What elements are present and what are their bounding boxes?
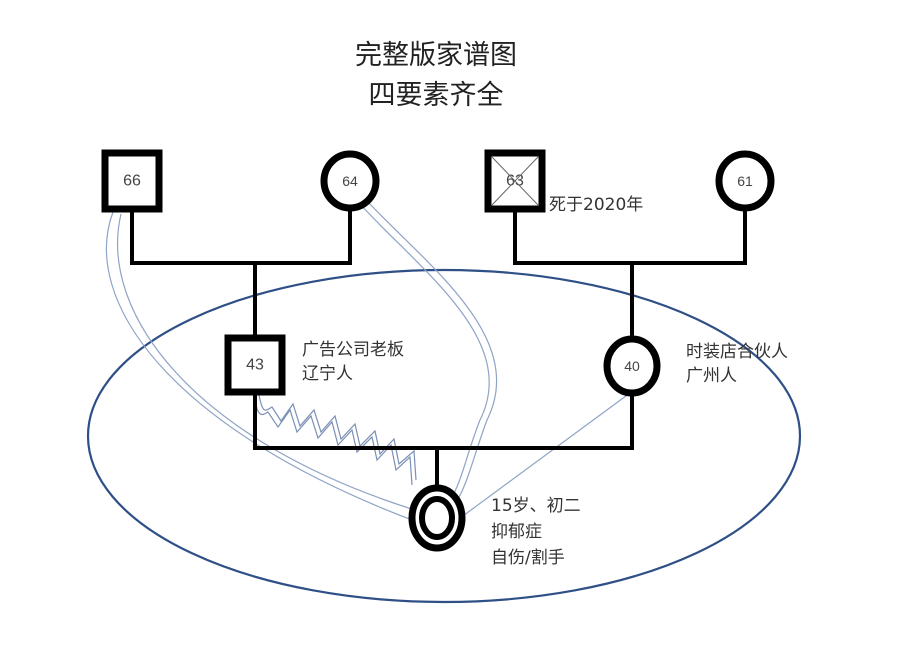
person-maternal-grandfather[interactable]: 63	[484, 149, 546, 213]
mother-occupation-note: 时装店合伙人	[686, 342, 788, 362]
patient-diagnosis-note: 抑郁症	[491, 522, 542, 542]
female-circle-symbol	[715, 150, 775, 212]
father-origin-note: 辽宁人	[302, 364, 353, 384]
relationship-close-grandmother-child	[359, 199, 498, 500]
title-line-1: 完整版家谱图	[355, 40, 517, 71]
person-maternal-grandmother[interactable]: 61	[715, 150, 775, 212]
relationship-distant-mother-child	[451, 392, 631, 525]
household-boundary-ellipse	[86, 268, 802, 604]
death-note: 死于2020年	[549, 195, 643, 215]
family-lines	[130, 206, 747, 486]
patient-self-harm-note: 自伤/割手	[491, 548, 565, 568]
person-identified-patient[interactable]	[408, 484, 466, 552]
marriage-line-paternal	[130, 206, 352, 265]
mother-origin-note: 广州人	[686, 366, 737, 386]
person-paternal-grandmother[interactable]: 64	[320, 150, 380, 212]
age-label: 40	[624, 358, 640, 374]
person-father[interactable]: 43	[224, 334, 286, 396]
relationship-close-grandfather-child	[105, 211, 421, 524]
deceased-cross-icon	[491, 156, 539, 206]
person-mother[interactable]: 40	[603, 335, 661, 397]
patient-age-grade-note: 15岁、初二	[491, 496, 581, 516]
age-label: 43	[246, 357, 264, 374]
marriage-line-maternal	[513, 206, 747, 265]
male-square-symbol	[224, 334, 286, 396]
female-circle-symbol	[603, 335, 661, 397]
age-label: 61	[737, 173, 753, 189]
person-paternal-grandfather[interactable]: 66	[101, 149, 163, 213]
marriage-line-parents	[253, 390, 634, 450]
male-square-symbol	[101, 149, 163, 213]
title-line-2: 四要素齐全	[369, 80, 504, 111]
age-label: 66	[123, 173, 141, 190]
relationship-conflict-father-child	[253, 394, 417, 486]
father-occupation-note: 广告公司老板	[302, 340, 404, 360]
female-circle-symbol	[320, 150, 380, 212]
index-person-inner-circle	[419, 496, 455, 540]
age-label: 64	[342, 173, 358, 189]
